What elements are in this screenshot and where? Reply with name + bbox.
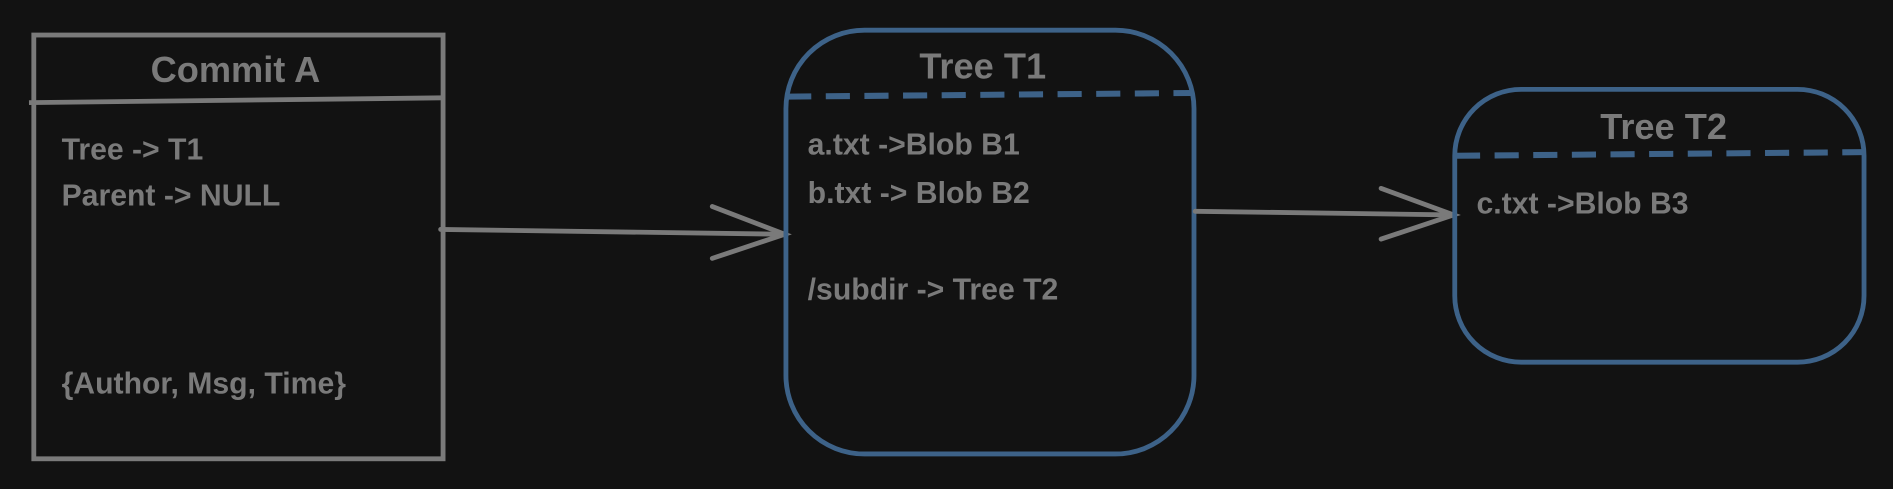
arrow-t1-to-t2 (1192, 185, 1461, 242)
commit-divider (28, 95, 444, 106)
commit-metadata: {Author, Msg, Time} (62, 368, 347, 401)
commit-title: Commit A (151, 49, 321, 90)
tree-t2-node: Tree T2 c.txt ->Blob B3 (1452, 86, 1867, 365)
commit-box (31, 32, 446, 462)
tree-t2-entry: c.txt ->Blob B3 (1476, 188, 1688, 221)
commit-node: Commit A Tree -> T1 Parent -> NULL {Auth… (28, 32, 446, 462)
tree-t2-divider (1455, 149, 1863, 159)
tree-t1-box (783, 27, 1197, 457)
tree-t1-entry: /subdir -> Tree T2 (808, 273, 1059, 306)
tree-t1-entry: a.txt ->Blob B1 (808, 129, 1020, 162)
arrow-commit-to-t1 (438, 204, 792, 261)
tree-t1-entry: b.txt -> Blob B2 (808, 177, 1030, 210)
commit-tree-line: Tree -> T1 (62, 133, 204, 166)
tree-t2-box (1452, 86, 1867, 365)
tree-t1-title: Tree T1 (919, 46, 1046, 87)
tree-t2-title: Tree T2 (1600, 106, 1727, 147)
commit-parent-line: Parent -> NULL (62, 179, 281, 212)
tree-t1-node: Tree T1 a.txt ->Blob B1 b.txt -> Blob B2… (783, 27, 1197, 457)
tree-t1-divider (787, 89, 1193, 100)
